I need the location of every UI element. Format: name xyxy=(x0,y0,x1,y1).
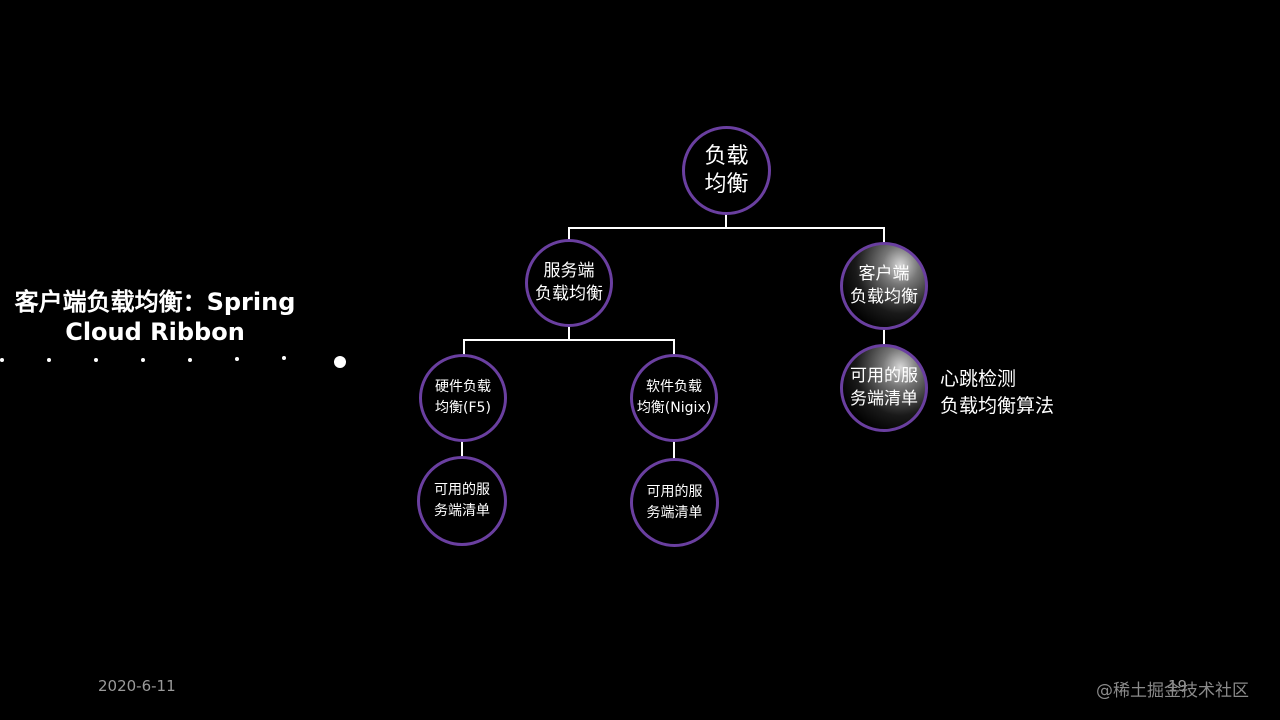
node-client-service-list: 可用的服 务端清单 xyxy=(840,344,928,432)
watermark: @稀土掘金技术社区 xyxy=(1096,676,1249,701)
node-load-balancing: 负载 均衡 xyxy=(682,126,771,215)
node-hardware-service-list-line1: 可用的服 xyxy=(434,480,490,501)
connector-root-bar xyxy=(568,227,885,229)
client-notes-line1: 心跳检测 xyxy=(940,366,1054,393)
node-server-side-lb: 服务端 负载均衡 xyxy=(525,239,613,327)
connector-root-down xyxy=(725,213,727,228)
timeline-dot xyxy=(235,357,239,361)
node-hardware-lb: 硬件负载 均衡(F5) xyxy=(419,354,507,442)
connector-software-up xyxy=(673,339,675,355)
slide-title-line1: 客户端负载均衡：Spring xyxy=(0,287,310,317)
client-notes-line2: 负载均衡算法 xyxy=(940,393,1054,420)
node-load-balancing-line2: 均衡 xyxy=(704,171,748,199)
client-notes: 心跳检测 负载均衡算法 xyxy=(940,366,1054,420)
timeline-dot-active xyxy=(334,356,346,368)
connector-hardware-up xyxy=(463,339,465,355)
slide-title: 客户端负载均衡：Spring Cloud Ribbon xyxy=(0,287,310,347)
connector-server-down xyxy=(568,326,570,340)
node-hardware-lb-line1: 硬件负载 xyxy=(435,377,491,398)
node-server-side-lb-line2: 负载均衡 xyxy=(535,283,603,306)
node-client-side-lb-line2: 负载均衡 xyxy=(850,286,918,309)
node-hardware-service-list: 可用的服 务端清单 xyxy=(417,456,507,546)
node-client-service-list-line2: 务端清单 xyxy=(850,388,918,411)
timeline-dot xyxy=(282,356,286,360)
node-server-side-lb-line1: 服务端 xyxy=(544,260,595,283)
node-software-lb: 软件负载 均衡(Nigix) xyxy=(630,354,718,442)
node-software-service-list-line2: 务端清单 xyxy=(647,503,703,524)
node-hardware-service-list-line2: 务端清单 xyxy=(434,501,490,522)
node-client-service-list-line1: 可用的服 xyxy=(850,365,918,388)
footer-date: 2020-6-11 xyxy=(98,677,176,695)
connector-hardware-down xyxy=(461,441,463,457)
node-load-balancing-line1: 负载 xyxy=(704,143,748,171)
connector-server-bar xyxy=(463,339,675,341)
connector-client-up xyxy=(883,227,885,242)
timeline-dot xyxy=(188,358,192,362)
node-software-service-list: 可用的服 务端清单 xyxy=(630,458,719,547)
node-client-side-lb-line1: 客户端 xyxy=(859,263,910,286)
timeline-dot xyxy=(141,358,145,362)
connector-software-down xyxy=(673,441,675,459)
timeline-dot xyxy=(47,358,51,362)
connector-client-down xyxy=(883,329,885,345)
timeline-dot xyxy=(94,358,98,362)
node-software-lb-line2: 均衡(Nigix) xyxy=(637,398,711,419)
node-software-lb-line1: 软件负载 xyxy=(646,377,702,398)
node-client-side-lb: 客户端 负载均衡 xyxy=(840,242,928,330)
node-software-service-list-line1: 可用的服 xyxy=(647,482,703,503)
slide-title-line2: Cloud Ribbon xyxy=(0,317,310,347)
node-hardware-lb-line2: 均衡(F5) xyxy=(435,398,491,419)
timeline-dot xyxy=(0,358,4,362)
